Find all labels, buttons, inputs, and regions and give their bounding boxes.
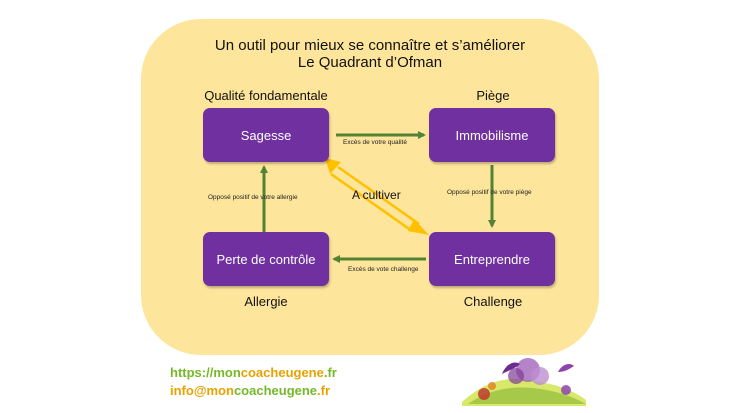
box-entreprendre: Entreprendre xyxy=(429,232,555,286)
label-allergie: Allergie xyxy=(244,294,288,309)
email-brand: coacheugene xyxy=(233,383,318,398)
website-prefix: https://mon xyxy=(170,365,241,380)
website-suffix: .fr xyxy=(323,365,337,380)
email-link[interactable]: info@moncoacheugene.fr xyxy=(170,382,330,400)
box-perte-de-controle: Perte de contrôle xyxy=(203,232,329,286)
website-brand: coacheugene xyxy=(240,365,324,380)
arrow-a-cultiver xyxy=(325,158,429,235)
flower-logo-icon xyxy=(462,358,586,406)
label-excess-quality: Excès de votre qualité xyxy=(343,139,407,146)
title-line-1: Un outil pour mieux se connaître et s’am… xyxy=(214,37,526,54)
label-excess-challenge: Excès de vote challenge xyxy=(348,266,419,273)
email-prefix: info@mon xyxy=(170,383,234,398)
label-opposite-allergy: Opposé positif de votre allergie xyxy=(208,194,298,201)
quadrant-panel xyxy=(141,19,599,355)
box-immobilisme: Immobilisme xyxy=(429,108,555,162)
title-line-2: Le Quadrant d’Ofman xyxy=(297,54,443,71)
box-sagesse: Sagesse xyxy=(203,108,329,162)
label-a-cultiver: A cultiver xyxy=(352,188,401,202)
label-opposite-trap: Opposé positif de votre piège xyxy=(447,189,532,196)
label-qualite-fondamentale: Qualité fondamentale xyxy=(204,88,328,103)
website-link[interactable]: https://moncoacheugene.fr xyxy=(170,364,337,382)
label-piege: Piège xyxy=(476,88,510,103)
label-challenge: Challenge xyxy=(463,294,523,309)
email-suffix: .fr xyxy=(317,383,331,398)
